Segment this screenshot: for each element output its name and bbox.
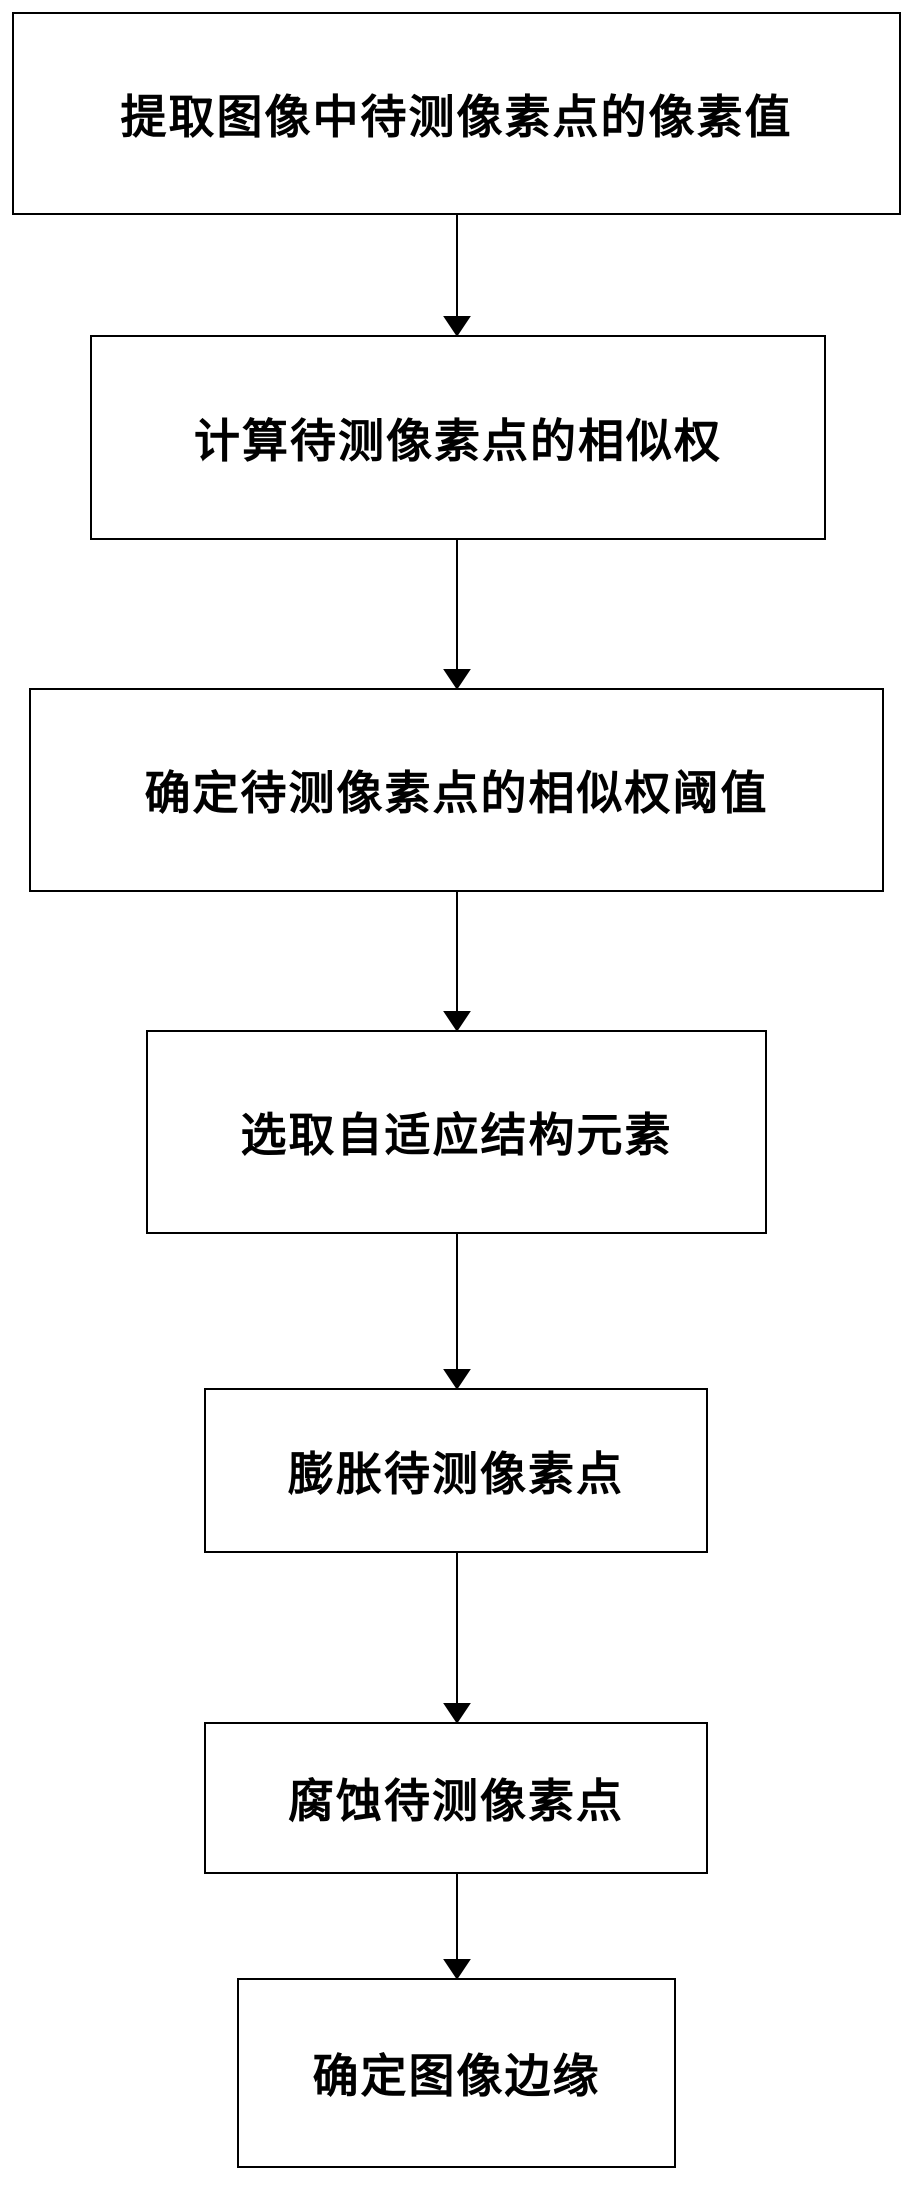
arrowhead-4-5 — [443, 1369, 471, 1390]
arrowhead-6-7 — [443, 1959, 471, 1980]
step-6-label: 腐蚀待测像素点 — [288, 1774, 624, 1828]
step-5-label: 膨胀待测像素点 — [288, 1446, 624, 1501]
step-3-label: 确定待测像素点的相似权阈值 — [144, 766, 769, 820]
step-compute-similarity-weight: 计算待测像素点的相似权 — [90, 335, 826, 540]
step-erode-pixel: 腐蚀待测像素点 — [204, 1722, 708, 1874]
step-2-label: 计算待测像素点的相似权 — [194, 413, 722, 468]
step-determine-image-edge: 确定图像边缘 — [237, 1978, 676, 2168]
arrowhead-3-4 — [443, 1011, 471, 1032]
step-dilate-pixel: 膨胀待测像素点 — [204, 1388, 708, 1553]
step-determine-weight-threshold: 确定待测像素点的相似权阈值 — [29, 688, 884, 892]
step-select-structuring-element: 选取自适应结构元素 — [146, 1030, 767, 1234]
step-1-label: 提取图像中待测像素点的像素值 — [120, 89, 793, 144]
arrowhead-1-2 — [443, 316, 471, 337]
step-extract-pixel-values: 提取图像中待测像素点的像素值 — [12, 12, 901, 215]
arrowhead-5-6 — [443, 1703, 471, 1724]
step-4-label: 选取自适应结构元素 — [240, 1108, 673, 1162]
arrowhead-2-3 — [443, 669, 471, 690]
step-7-label: 确定图像边缘 — [312, 2049, 601, 2103]
